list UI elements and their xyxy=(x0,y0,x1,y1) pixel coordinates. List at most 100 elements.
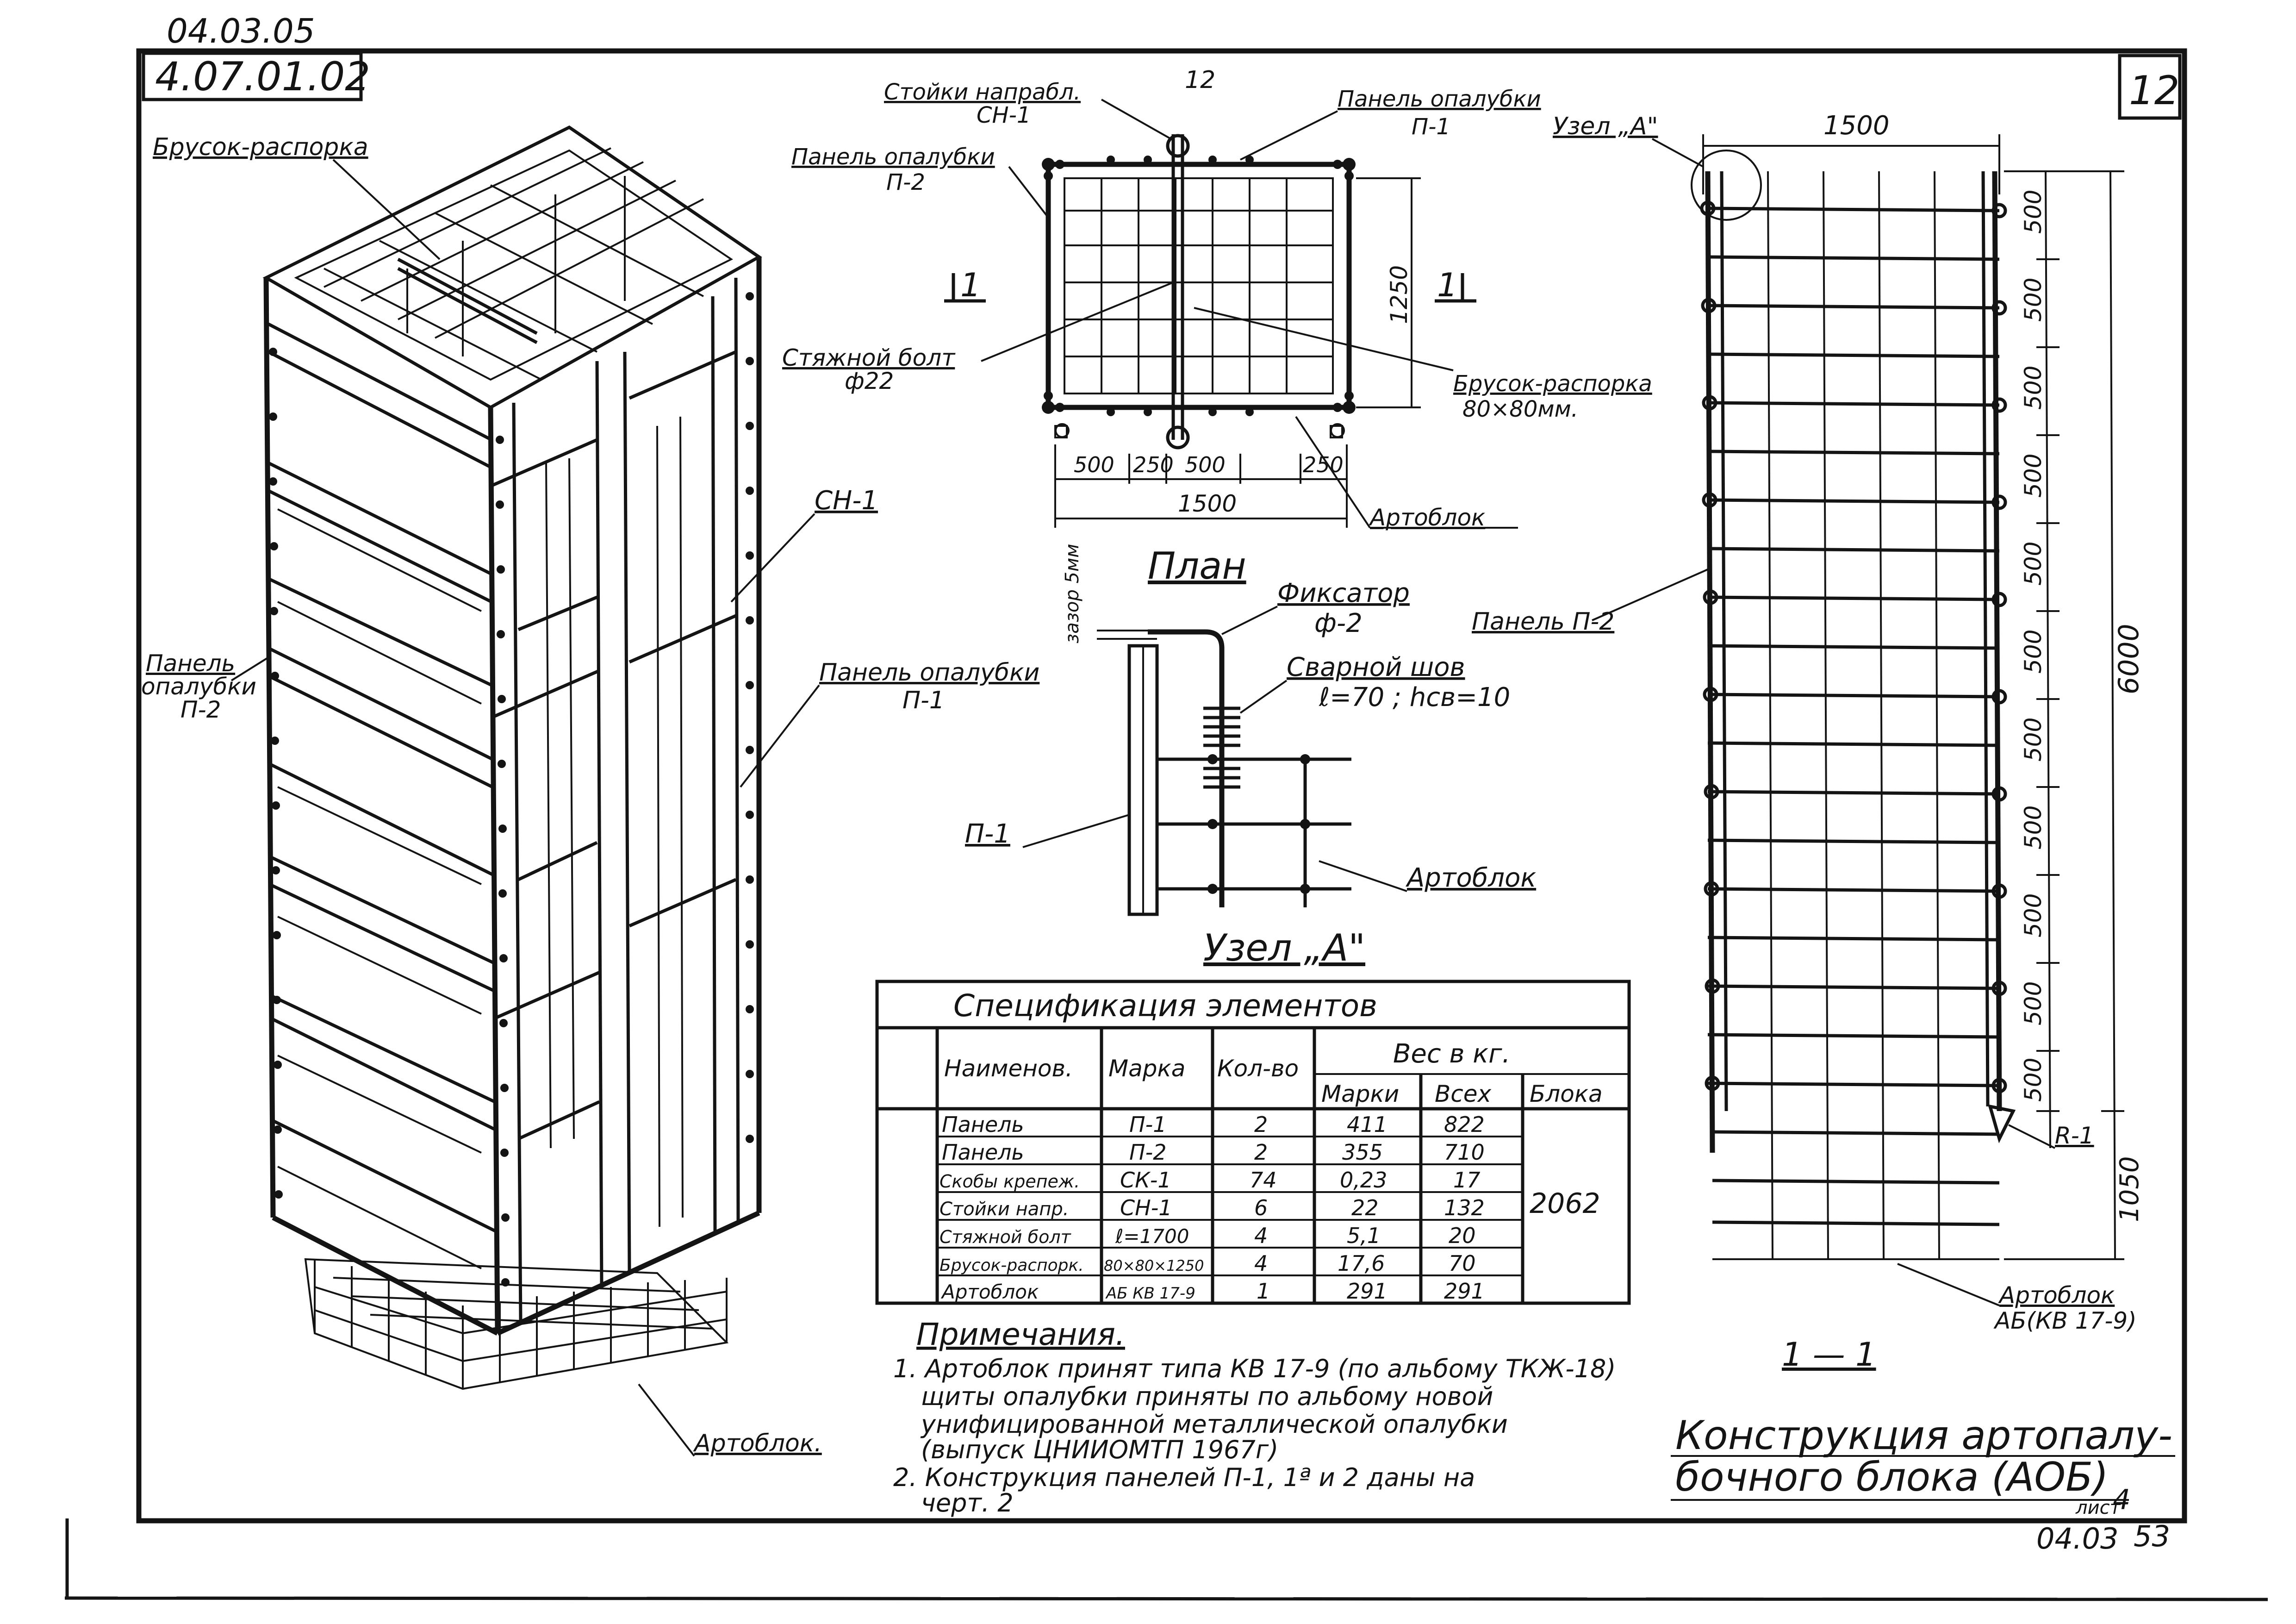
plan-label-armoblok: Артоблок xyxy=(1369,504,1485,531)
note-line: 1. Артоблок принят типа КВ 17-9 (по альб… xyxy=(893,1354,1616,1383)
note-line: унифицированной металлической опалубки xyxy=(920,1410,1508,1439)
elev-dim-r8: 500 xyxy=(2020,806,2047,849)
elev-label-r1: R-1 xyxy=(2055,1122,2094,1149)
plan-dim-500a: 500 xyxy=(1074,452,1114,477)
spec-cell-name: Брусок-распорк. xyxy=(940,1256,1084,1275)
spec-row: Стяжной болт ℓ=1700 4 5,1 20 xyxy=(940,1223,1476,1248)
spec-h-w-block: Блока xyxy=(1530,1081,1603,1107)
sheet-number: 12 xyxy=(2129,68,2179,114)
plan-dim-250a: 250 xyxy=(1133,452,1174,477)
iso-label-p1-line2: П-1 xyxy=(902,687,945,714)
spec-row: Брусок-распорк. 80×80×1250 4 17,6 70 xyxy=(940,1251,1476,1276)
elev-dim-r10: 500 xyxy=(2020,981,2047,1025)
list-label: лист xyxy=(2075,1497,2122,1518)
plan-dim-500b: 500 xyxy=(1185,452,1226,477)
bottom-code: 04.03 xyxy=(2036,1522,2119,1555)
spec-cell-name: Панель xyxy=(942,1140,1024,1165)
spec-row: Скобы крепеж. СК-1 74 0,23 17 xyxy=(940,1168,1481,1193)
section-mark-left: 1 xyxy=(960,266,981,304)
node-label-p1: П-1 xyxy=(965,819,1010,849)
elev-dim-r1: 500 xyxy=(2020,190,2047,234)
spec-cell-qty: 2 xyxy=(1254,1140,1268,1165)
section-mark-right: 1 xyxy=(1437,266,1458,304)
specification-table: Спецификация элементов Наименов. Марка К… xyxy=(875,980,1631,1305)
spec-cell-mark: АБ КВ 17-9 xyxy=(1105,1284,1195,1303)
node-fixator xyxy=(1148,629,1225,907)
plan-label-stoiki-2: СН-1 xyxy=(977,102,1031,128)
elev-dim-bottom: 1050 xyxy=(2115,1156,2145,1222)
spec-h-weight: Вес в кг. xyxy=(1393,1039,1510,1069)
elev-dim-r7: 500 xyxy=(2020,718,2047,762)
elev-hoops xyxy=(1707,206,2000,1226)
elev-label-armoblok-1: Артоблок xyxy=(1998,1282,2115,1309)
elev-left-wall xyxy=(1705,171,1715,1153)
page-mark: 12 xyxy=(1185,66,1215,94)
spec-cell-qty: 1 xyxy=(1257,1279,1270,1304)
spec-cell-name: Артоблок xyxy=(940,1280,1039,1303)
plan-dim-height: 1250 xyxy=(1386,265,1412,324)
note-line: черт. 2 xyxy=(921,1488,1014,1518)
spec-cell-name: Стойки напр. xyxy=(940,1199,1069,1220)
notes: Примечания. 1. Артоблок принят типа КВ 1… xyxy=(893,1317,1616,1518)
spec-h-w-mark: Марки xyxy=(1321,1081,1399,1107)
elev-right-wall xyxy=(1992,171,2002,1112)
spec-cell-w-all: 20 xyxy=(1449,1223,1476,1248)
elev-dim-total: 6000 xyxy=(2113,624,2145,694)
spec-cell-w-all: 17 xyxy=(1453,1168,1481,1193)
code-main: 4.07.01.02 xyxy=(155,54,370,100)
elev-dim-r5: 500 xyxy=(2020,542,2047,586)
spec-cell-mark: П-1 xyxy=(1129,1112,1166,1137)
sheet-number-box xyxy=(2118,54,2182,120)
spec-cell-w-all: 822 xyxy=(1444,1112,1485,1137)
spec-cell-w-mark: 17,6 xyxy=(1338,1251,1385,1276)
plan-label-p1-1: Панель опалубки xyxy=(1338,86,1541,112)
box-front-edge xyxy=(488,407,500,1334)
node-title: Узел „А" xyxy=(1203,926,1365,969)
box-left-face-front-edge xyxy=(263,277,276,1218)
plan-dim-total: 1500 xyxy=(1178,490,1237,517)
plan-label-bolt-2: ф22 xyxy=(845,368,894,394)
spec-cell-qty: 4 xyxy=(1254,1251,1268,1276)
plan-label-bolt-1: Стяжной болт xyxy=(782,344,956,371)
elev-bolt-circles xyxy=(1700,200,2007,1093)
iso-label-p2-line1: Панель xyxy=(146,650,235,677)
plan-inner xyxy=(1064,177,1334,394)
title-block: 04.03.05 4.07.01.02 12 12 Конструкция ар… xyxy=(142,12,2182,1555)
spec-cell-w-all: 132 xyxy=(1444,1195,1485,1220)
spec-cell-w-mark: 5,1 xyxy=(1347,1223,1381,1248)
spec-row: Панель П-1 2 411 822 xyxy=(942,1112,1485,1137)
elevation-view: 1500 xyxy=(1472,111,2145,1374)
spec-row: Артоблок АБ КВ 17-9 1 291 291 xyxy=(940,1279,1485,1304)
spec-cell-qty: 2 xyxy=(1254,1112,1268,1137)
node-label-fiksator-2: ф-2 xyxy=(1314,608,1363,638)
node-label-weld-2: ℓ=70 ; hсв=10 xyxy=(1319,682,1510,712)
isometric-view: Брусок-распорка СН-1 Панель опалубки П-2… xyxy=(141,125,1039,1457)
spec-cell-w-all: 291 xyxy=(1444,1279,1485,1304)
elev-dim-r11: 500 xyxy=(2020,1058,2047,1102)
spec-cell-mark: П-2 xyxy=(1129,1140,1166,1165)
page-bottom-rule xyxy=(64,1596,2268,1601)
iso-label-p1-line1: Панель опалубки xyxy=(819,659,1039,687)
elev-label-armoblok-2: АБ(КВ 17-9) xyxy=(1993,1307,2137,1334)
section-plan-view: 1 1 1250 500 250 500 250 1500 Стойки нап… xyxy=(782,79,1652,587)
node-label-zazor: зазор 5мм xyxy=(1062,544,1083,643)
spec-cell-name: Стяжной болт xyxy=(940,1227,1072,1247)
spec-cell-mark: ℓ=1700 xyxy=(1115,1225,1189,1248)
spec-cell-qty: 6 xyxy=(1254,1195,1268,1220)
spec-cell-w-mark: 411 xyxy=(1347,1112,1388,1137)
spec-cell-w-all: 70 xyxy=(1449,1251,1476,1276)
iso-label-p2-line3: П-2 xyxy=(180,696,221,723)
spec-cell-mark: СК-1 xyxy=(1120,1168,1171,1193)
spec-cell-name: Скобы крепеж. xyxy=(940,1171,1080,1192)
spec-cell-w-mark: 355 xyxy=(1342,1140,1383,1165)
spec-block-total: 2062 xyxy=(1530,1187,1600,1220)
plan-label-p2-1: Панель опалубки xyxy=(791,144,995,170)
elev-dim-r2: 500 xyxy=(2020,278,2047,322)
spec-cell-w-mark: 291 xyxy=(1347,1279,1388,1304)
spec-cell-mark: СН-1 xyxy=(1120,1195,1172,1220)
title-line2: бочного блока (АОБ) xyxy=(1675,1454,2109,1500)
title-line1: Конструкция артопалу- xyxy=(1675,1412,2172,1459)
node-a-detail: зазор 5мм Фиксатор ф-2 Сварной шов ℓ=70 … xyxy=(965,544,1536,969)
elev-rebar xyxy=(1712,171,1999,1260)
